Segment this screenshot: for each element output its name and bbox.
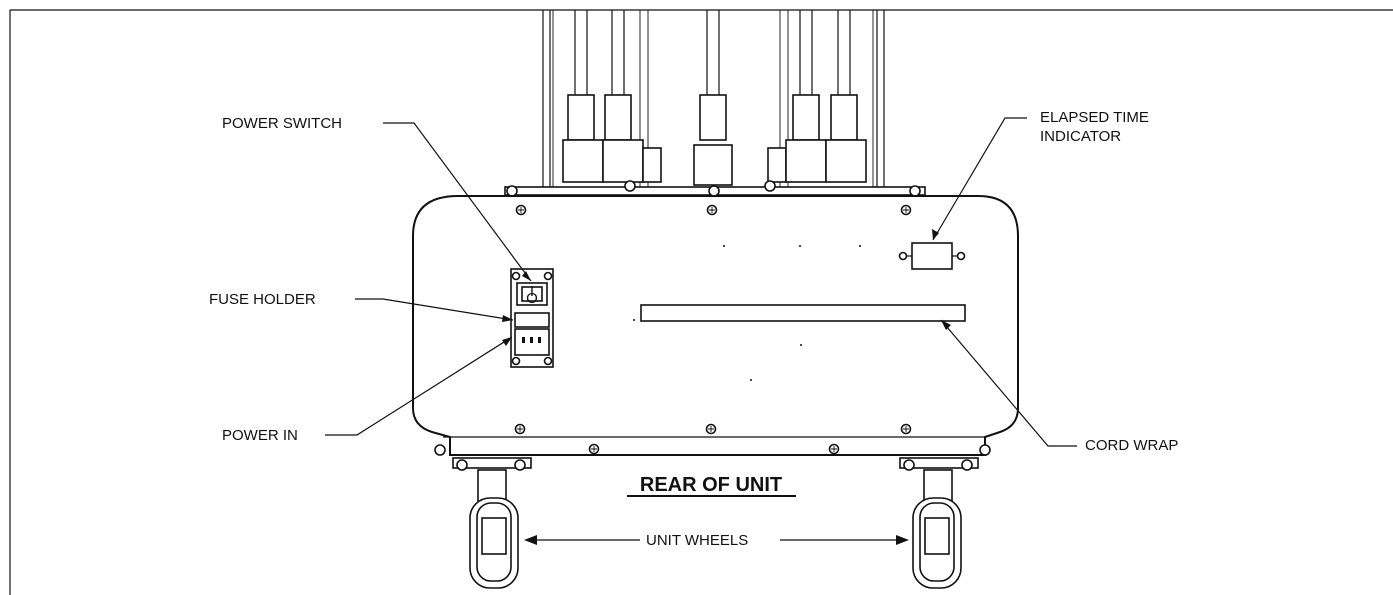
power-module: I O bbox=[510, 268, 554, 368]
screw-icon bbox=[514, 423, 526, 435]
label-power-in: POWER IN bbox=[222, 427, 298, 444]
panel-dots bbox=[633, 245, 861, 381]
label-elapsed-time-line1: ELAPSED TIME bbox=[1040, 109, 1149, 126]
fuse-holder-icon bbox=[514, 312, 550, 328]
drawing-frame bbox=[9, 9, 1393, 595]
left-caster bbox=[452, 457, 532, 589]
screw-icon bbox=[900, 423, 912, 435]
cable-connectors bbox=[562, 94, 867, 186]
arrow-icon bbox=[932, 229, 939, 240]
label-unit-wheels: UNIT WHEELS bbox=[646, 532, 748, 549]
diagram-title: REAR OF UNIT bbox=[640, 474, 782, 496]
screw-icon bbox=[588, 443, 600, 455]
label-fuse-holder: FUSE HOLDER bbox=[209, 291, 316, 308]
screw-icon bbox=[511, 356, 521, 366]
arrow-icon bbox=[941, 320, 951, 330]
label-cord-wrap: CORD WRAP bbox=[1085, 437, 1178, 454]
leader-lines bbox=[325, 117, 1077, 541]
screw-icon bbox=[515, 204, 527, 216]
switch-off-mark: O bbox=[526, 290, 538, 307]
arrow-icon bbox=[524, 535, 537, 545]
screw-icon bbox=[511, 271, 521, 281]
label-power-switch: POWER SWITCH bbox=[222, 115, 342, 132]
right-caster bbox=[899, 457, 979, 589]
screw-icon bbox=[543, 271, 553, 281]
screw-icon bbox=[828, 443, 840, 455]
screw-icon bbox=[543, 356, 553, 366]
screw-icon bbox=[900, 204, 912, 216]
housing-screws bbox=[514, 204, 912, 455]
arrow-icon bbox=[502, 337, 512, 346]
cord-wrap-bar bbox=[640, 304, 966, 322]
label-elapsed-time-line2: INDICATOR bbox=[1040, 128, 1121, 145]
arrow-icon bbox=[896, 535, 909, 545]
elapsed-time-indicator bbox=[898, 242, 966, 270]
screw-icon bbox=[706, 204, 718, 216]
arrow-icon bbox=[522, 271, 531, 281]
switch-on-mark: I bbox=[530, 283, 534, 300]
unit-housing bbox=[412, 195, 1019, 456]
arrowheads bbox=[502, 229, 951, 545]
screw-icon bbox=[705, 423, 717, 435]
arrow-icon bbox=[502, 315, 513, 322]
